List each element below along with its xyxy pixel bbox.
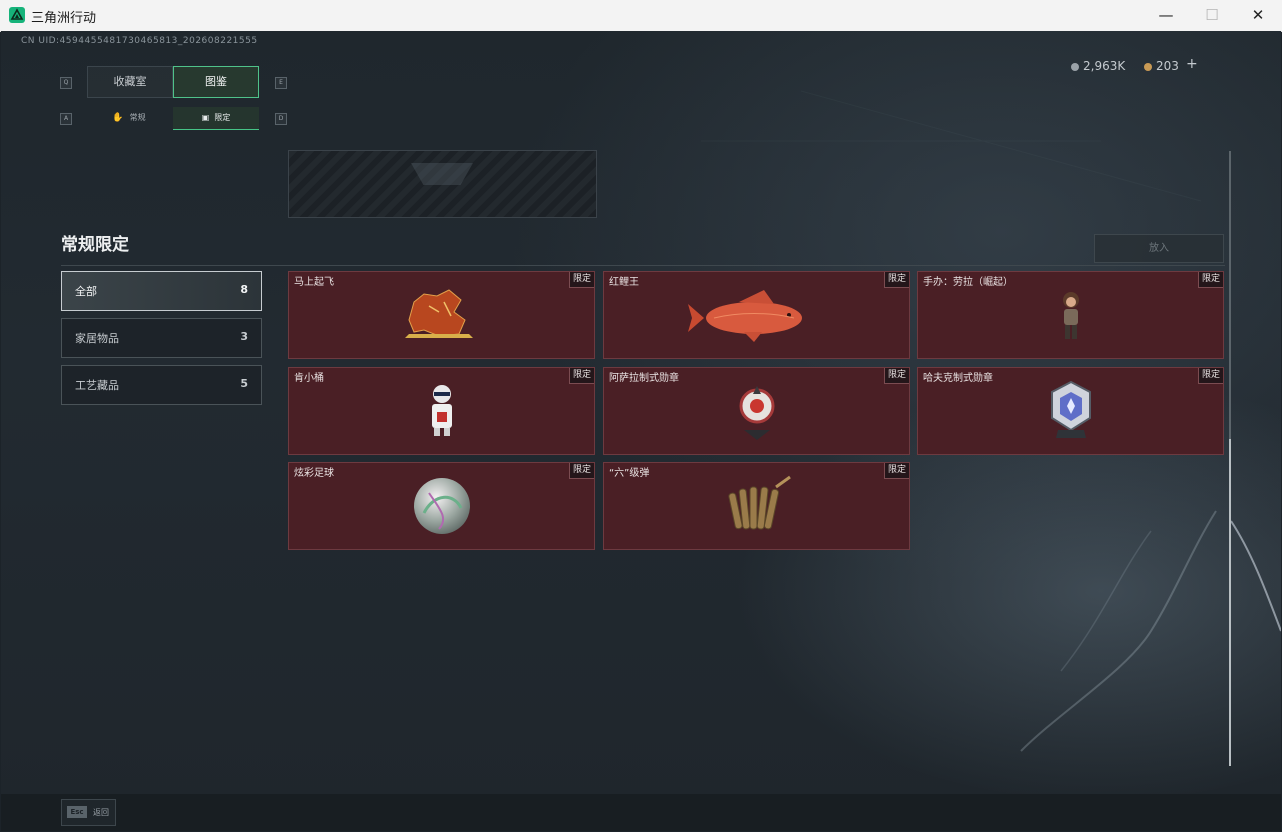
hand-icon: ✋ xyxy=(112,113,124,123)
window-titlebar: 三角洲行动 — ☐ ✕ xyxy=(0,0,1282,32)
scrollbar-thumb[interactable] xyxy=(1229,439,1231,766)
subtab-regular-label: 常规 xyxy=(129,113,146,122)
limited-tag: 限定 xyxy=(568,272,594,288)
item-card-red-carp[interactable]: 红鲤王 限定 xyxy=(603,271,910,359)
add-currency-button[interactable]: + xyxy=(1186,56,1198,72)
soccer-ball-icon xyxy=(414,478,470,534)
subtab-limited[interactable]: ▣ 限定 xyxy=(173,107,259,130)
category-count: 5 xyxy=(240,377,248,390)
subtab-next-key-hint: D xyxy=(275,113,287,125)
lara-figure-icon xyxy=(1063,292,1079,339)
category-all[interactable]: 全部 8 xyxy=(61,271,262,311)
banner-emblem-icon xyxy=(411,163,473,185)
item-name: 红鲤王 xyxy=(609,277,639,288)
category-label: 家居物品 xyxy=(75,332,119,345)
limited-tag: 限定 xyxy=(1197,272,1223,288)
subtab-regular[interactable]: ✋ 常规 xyxy=(87,107,171,129)
tab-next-key-hint: E xyxy=(275,77,287,89)
haavk-medal-icon xyxy=(1051,380,1091,438)
minimize-button[interactable]: — xyxy=(1158,6,1174,24)
category-label: 工艺藏品 xyxy=(75,379,119,392)
category-home-items[interactable]: 家居物品 3 xyxy=(61,318,262,358)
bullet-bundle-icon xyxy=(728,475,791,530)
background-decor xyxy=(701,90,1281,752)
game-canvas: CN UID:4594455481730465813_202608221555 … xyxy=(1,31,1281,831)
section-title: 常规限定 xyxy=(61,235,129,255)
item-card-horse[interactable]: 马上起飞 限定 xyxy=(288,271,595,359)
item-card-six-bullet[interactable]: “六”级弹 限定 xyxy=(603,462,910,550)
section-divider xyxy=(61,265,1225,266)
put-in-button[interactable]: 放入 xyxy=(1094,234,1224,263)
item-name: 手办：劳拉（崛起） xyxy=(923,277,1013,288)
item-card-soccer-ball[interactable]: 炫彩足球 限定 xyxy=(288,462,595,550)
item-name: 马上起飞 xyxy=(294,277,334,288)
item-name: 哈夫克制式勋章 xyxy=(923,373,993,384)
subtab-prev-key-hint: A xyxy=(60,113,72,125)
close-button[interactable]: ✕ xyxy=(1251,6,1265,24)
item-name: 阿萨拉制式勋章 xyxy=(609,373,679,384)
tab-prev-key-hint: Q xyxy=(60,77,72,89)
limited-tag: 限定 xyxy=(568,368,594,384)
limited-tag: 限定 xyxy=(883,368,909,384)
display-banner xyxy=(288,150,597,218)
limited-tag: 限定 xyxy=(883,463,909,479)
item-card-bucket[interactable]: 肯小桶 限定 xyxy=(288,367,595,455)
category-craft-collectibles[interactable]: 工艺藏品 5 xyxy=(61,365,262,405)
limited-tag: 限定 xyxy=(1197,368,1223,384)
silver-currency: 2,963K xyxy=(1071,59,1125,73)
back-button[interactable]: Esc 返回 xyxy=(61,799,116,826)
player-uid: CN UID:4594455481730465813_202608221555 xyxy=(21,36,258,46)
app-logo-icon xyxy=(9,7,25,23)
gold-currency: 203 xyxy=(1144,59,1179,73)
red-carp-icon xyxy=(688,290,802,342)
category-count: 8 xyxy=(240,283,248,296)
esc-key-icon: Esc xyxy=(67,806,87,818)
item-card-haavk-medal[interactable]: 哈夫克制式勋章 限定 xyxy=(917,367,1224,455)
tab-catalog[interactable]: 图鉴 xyxy=(173,66,259,98)
item-name: “六”级弹 xyxy=(609,468,650,479)
silver-amount: 2,963K xyxy=(1083,59,1126,73)
item-name: 炫彩足球 xyxy=(294,468,334,479)
maximize-button[interactable]: ☐ xyxy=(1205,6,1219,24)
window-title: 三角洲行动 xyxy=(31,11,97,26)
category-label: 全部 xyxy=(75,285,97,298)
subtab-limited-label: 限定 xyxy=(214,113,231,122)
tab-collection-room[interactable]: 收藏室 xyxy=(87,66,173,98)
item-card-asara-medal[interactable]: 阿萨拉制式勋章 限定 xyxy=(603,367,910,455)
back-label: 返回 xyxy=(93,808,109,817)
limited-tag: 限定 xyxy=(883,272,909,288)
gold-amount: 203 xyxy=(1156,59,1179,73)
bucket-figure-icon xyxy=(432,385,452,436)
frame-icon: ▣ xyxy=(201,113,210,122)
horse-statue-icon xyxy=(405,289,473,338)
asara-medal-icon xyxy=(739,386,775,440)
category-count: 3 xyxy=(240,330,248,343)
item-name: 肯小桶 xyxy=(294,373,324,384)
silver-coin-icon xyxy=(1071,63,1079,71)
limited-tag: 限定 xyxy=(568,463,594,479)
item-card-lara-figure[interactable]: 手办：劳拉（崛起） 限定 xyxy=(917,271,1224,359)
bottom-bar: Esc 返回 xyxy=(1,794,1281,831)
gold-coin-icon xyxy=(1144,63,1152,71)
